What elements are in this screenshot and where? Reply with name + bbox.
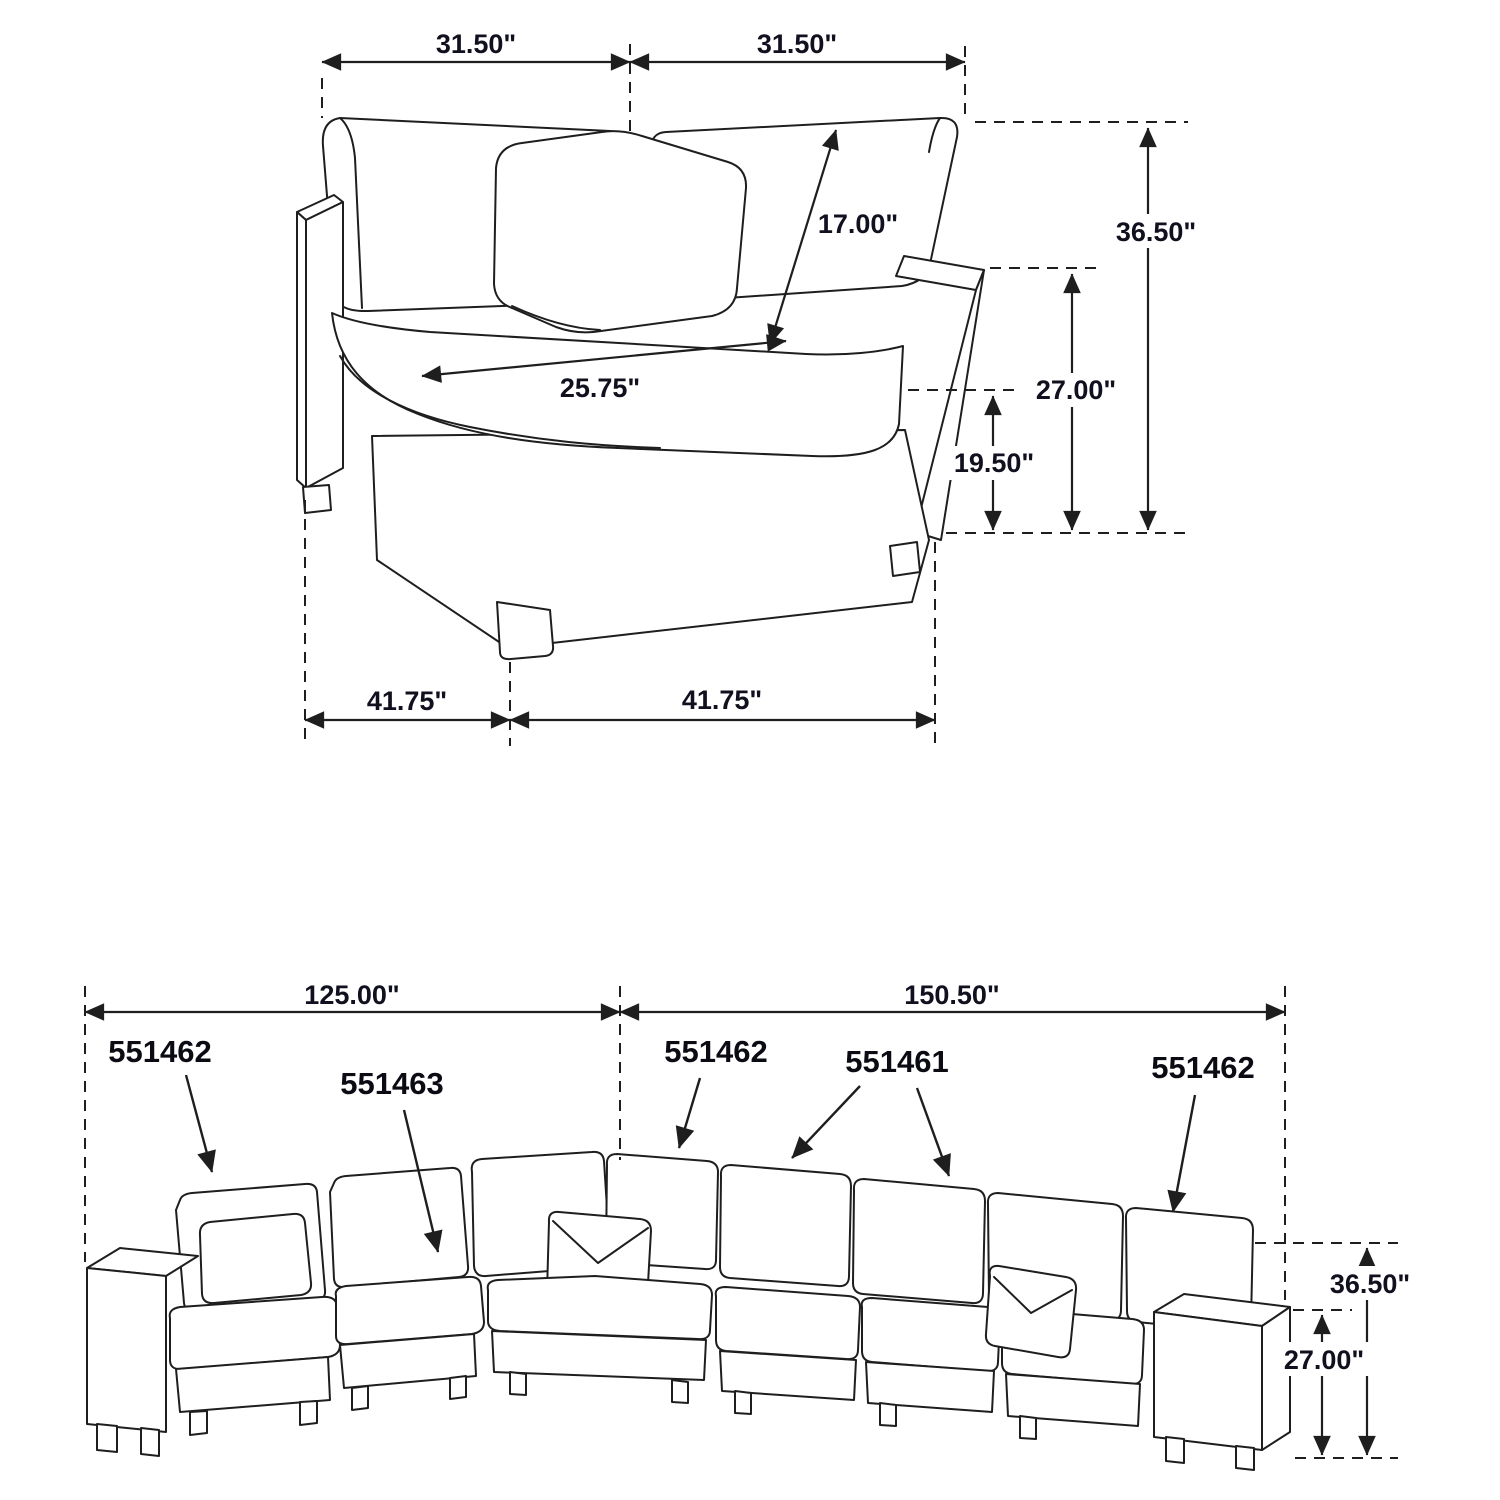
sku-label: 551462 <box>108 1034 211 1069</box>
sku-label: 551462 <box>1151 1050 1254 1085</box>
foot <box>1019 1415 1037 1440</box>
foot <box>1235 1445 1255 1471</box>
seat-cushion <box>714 1286 861 1361</box>
sku-label: 551462 <box>664 1034 767 1069</box>
dim-label-left-span: 125.00" <box>304 980 399 1010</box>
foot <box>189 1410 208 1436</box>
label-backdrop <box>1028 373 1124 407</box>
module-base <box>491 1330 707 1381</box>
dim-label-back-cushion: 17.00" <box>818 209 898 239</box>
dim-label-seat-height: 19.50" <box>954 448 1034 478</box>
sku-callout-arrow <box>915 1087 951 1177</box>
dim-label-arm-height: 27.00" <box>1036 375 1116 405</box>
dim-label-base-depth-left: 41.75" <box>367 686 447 716</box>
foot <box>299 1400 318 1426</box>
sku-callout-arrow <box>402 1109 443 1253</box>
module-base <box>719 1350 857 1401</box>
seat-cushion-seam <box>339 355 661 449</box>
foot <box>509 1371 527 1396</box>
sku-callout-arrow <box>1167 1094 1197 1213</box>
back-pillow <box>198 1212 313 1305</box>
dim-label-top-width-right: 31.50" <box>757 29 837 59</box>
foot <box>1165 1436 1185 1464</box>
back-cushion <box>852 1178 986 1305</box>
foot <box>734 1390 752 1415</box>
sku-label: 551461 <box>845 1044 948 1079</box>
dim-label-arm-height: 27.00" <box>1284 1345 1364 1375</box>
chair-foot-right <box>889 541 921 577</box>
right-arm-side <box>1261 1306 1291 1451</box>
dim-label-seat-depth: 25.75" <box>560 373 640 403</box>
back-cushion-left-crease <box>339 117 363 309</box>
module-base <box>339 1333 477 1389</box>
label-backdrop <box>948 446 1040 480</box>
module-base <box>175 1356 331 1413</box>
dim-label-overall-height: 36.50" <box>1116 217 1196 247</box>
chair-foot-front <box>496 601 555 661</box>
chair-foot-left <box>302 484 332 514</box>
sectional-drawing <box>86 1150 1291 1471</box>
throw-pillow-crease <box>511 305 601 331</box>
sku-callout-arrow <box>675 1077 702 1149</box>
dimension-line-back-cushion <box>767 129 839 345</box>
module-base <box>1005 1373 1141 1427</box>
label-backdrop <box>1276 1342 1372 1376</box>
dim-label-top-width-left: 31.50" <box>436 29 516 59</box>
right-arm-front <box>1153 1311 1263 1451</box>
dim-label-right-span: 150.50" <box>904 980 999 1010</box>
foot <box>140 1427 160 1457</box>
back-cushion <box>329 1166 470 1289</box>
back-cushion-right-crease <box>928 117 941 153</box>
sectional-sku-callouts: 551462 551463 551462 551461 551462 <box>108 1034 1255 1253</box>
pillow-fold <box>552 1220 649 1264</box>
sku-callout-arrow <box>791 1085 861 1159</box>
corner-seat-cushion <box>486 1275 713 1341</box>
right-arm-side <box>914 269 985 541</box>
left-arm-front <box>296 211 307 489</box>
corner-chair-dimensions: 31.50" 31.50" 17.00" 36.50" 27.00" 19.50… <box>304 29 1204 746</box>
dim-label-base-width-right: 41.75" <box>682 685 762 715</box>
pillow-fold <box>993 1276 1073 1314</box>
foot <box>449 1375 467 1400</box>
dim-label-overall-height: 36.50" <box>1330 1269 1410 1299</box>
foot <box>96 1423 118 1453</box>
left-arm-front <box>86 1267 167 1433</box>
foot <box>879 1402 897 1427</box>
dimension-line-seat-depth <box>421 334 787 383</box>
module-base <box>865 1361 995 1413</box>
seat-cushion <box>334 1275 485 1346</box>
foot <box>351 1385 369 1411</box>
left-arm-side <box>305 201 344 489</box>
label-backdrop <box>1104 214 1204 248</box>
sku-callout-arrow <box>184 1074 216 1173</box>
sku-label: 551463 <box>340 1066 443 1101</box>
sectional-dimensions: 125.00" 150.50" 36.50" 27.00" <box>84 980 1420 1459</box>
chair-base <box>371 429 930 649</box>
seat-cushion <box>860 1297 1001 1373</box>
back-cushion <box>719 1164 852 1288</box>
throw-pillow <box>493 130 748 334</box>
foot <box>671 1379 689 1404</box>
corner-chair-drawing <box>296 116 985 661</box>
label-backdrop <box>1320 1266 1420 1300</box>
